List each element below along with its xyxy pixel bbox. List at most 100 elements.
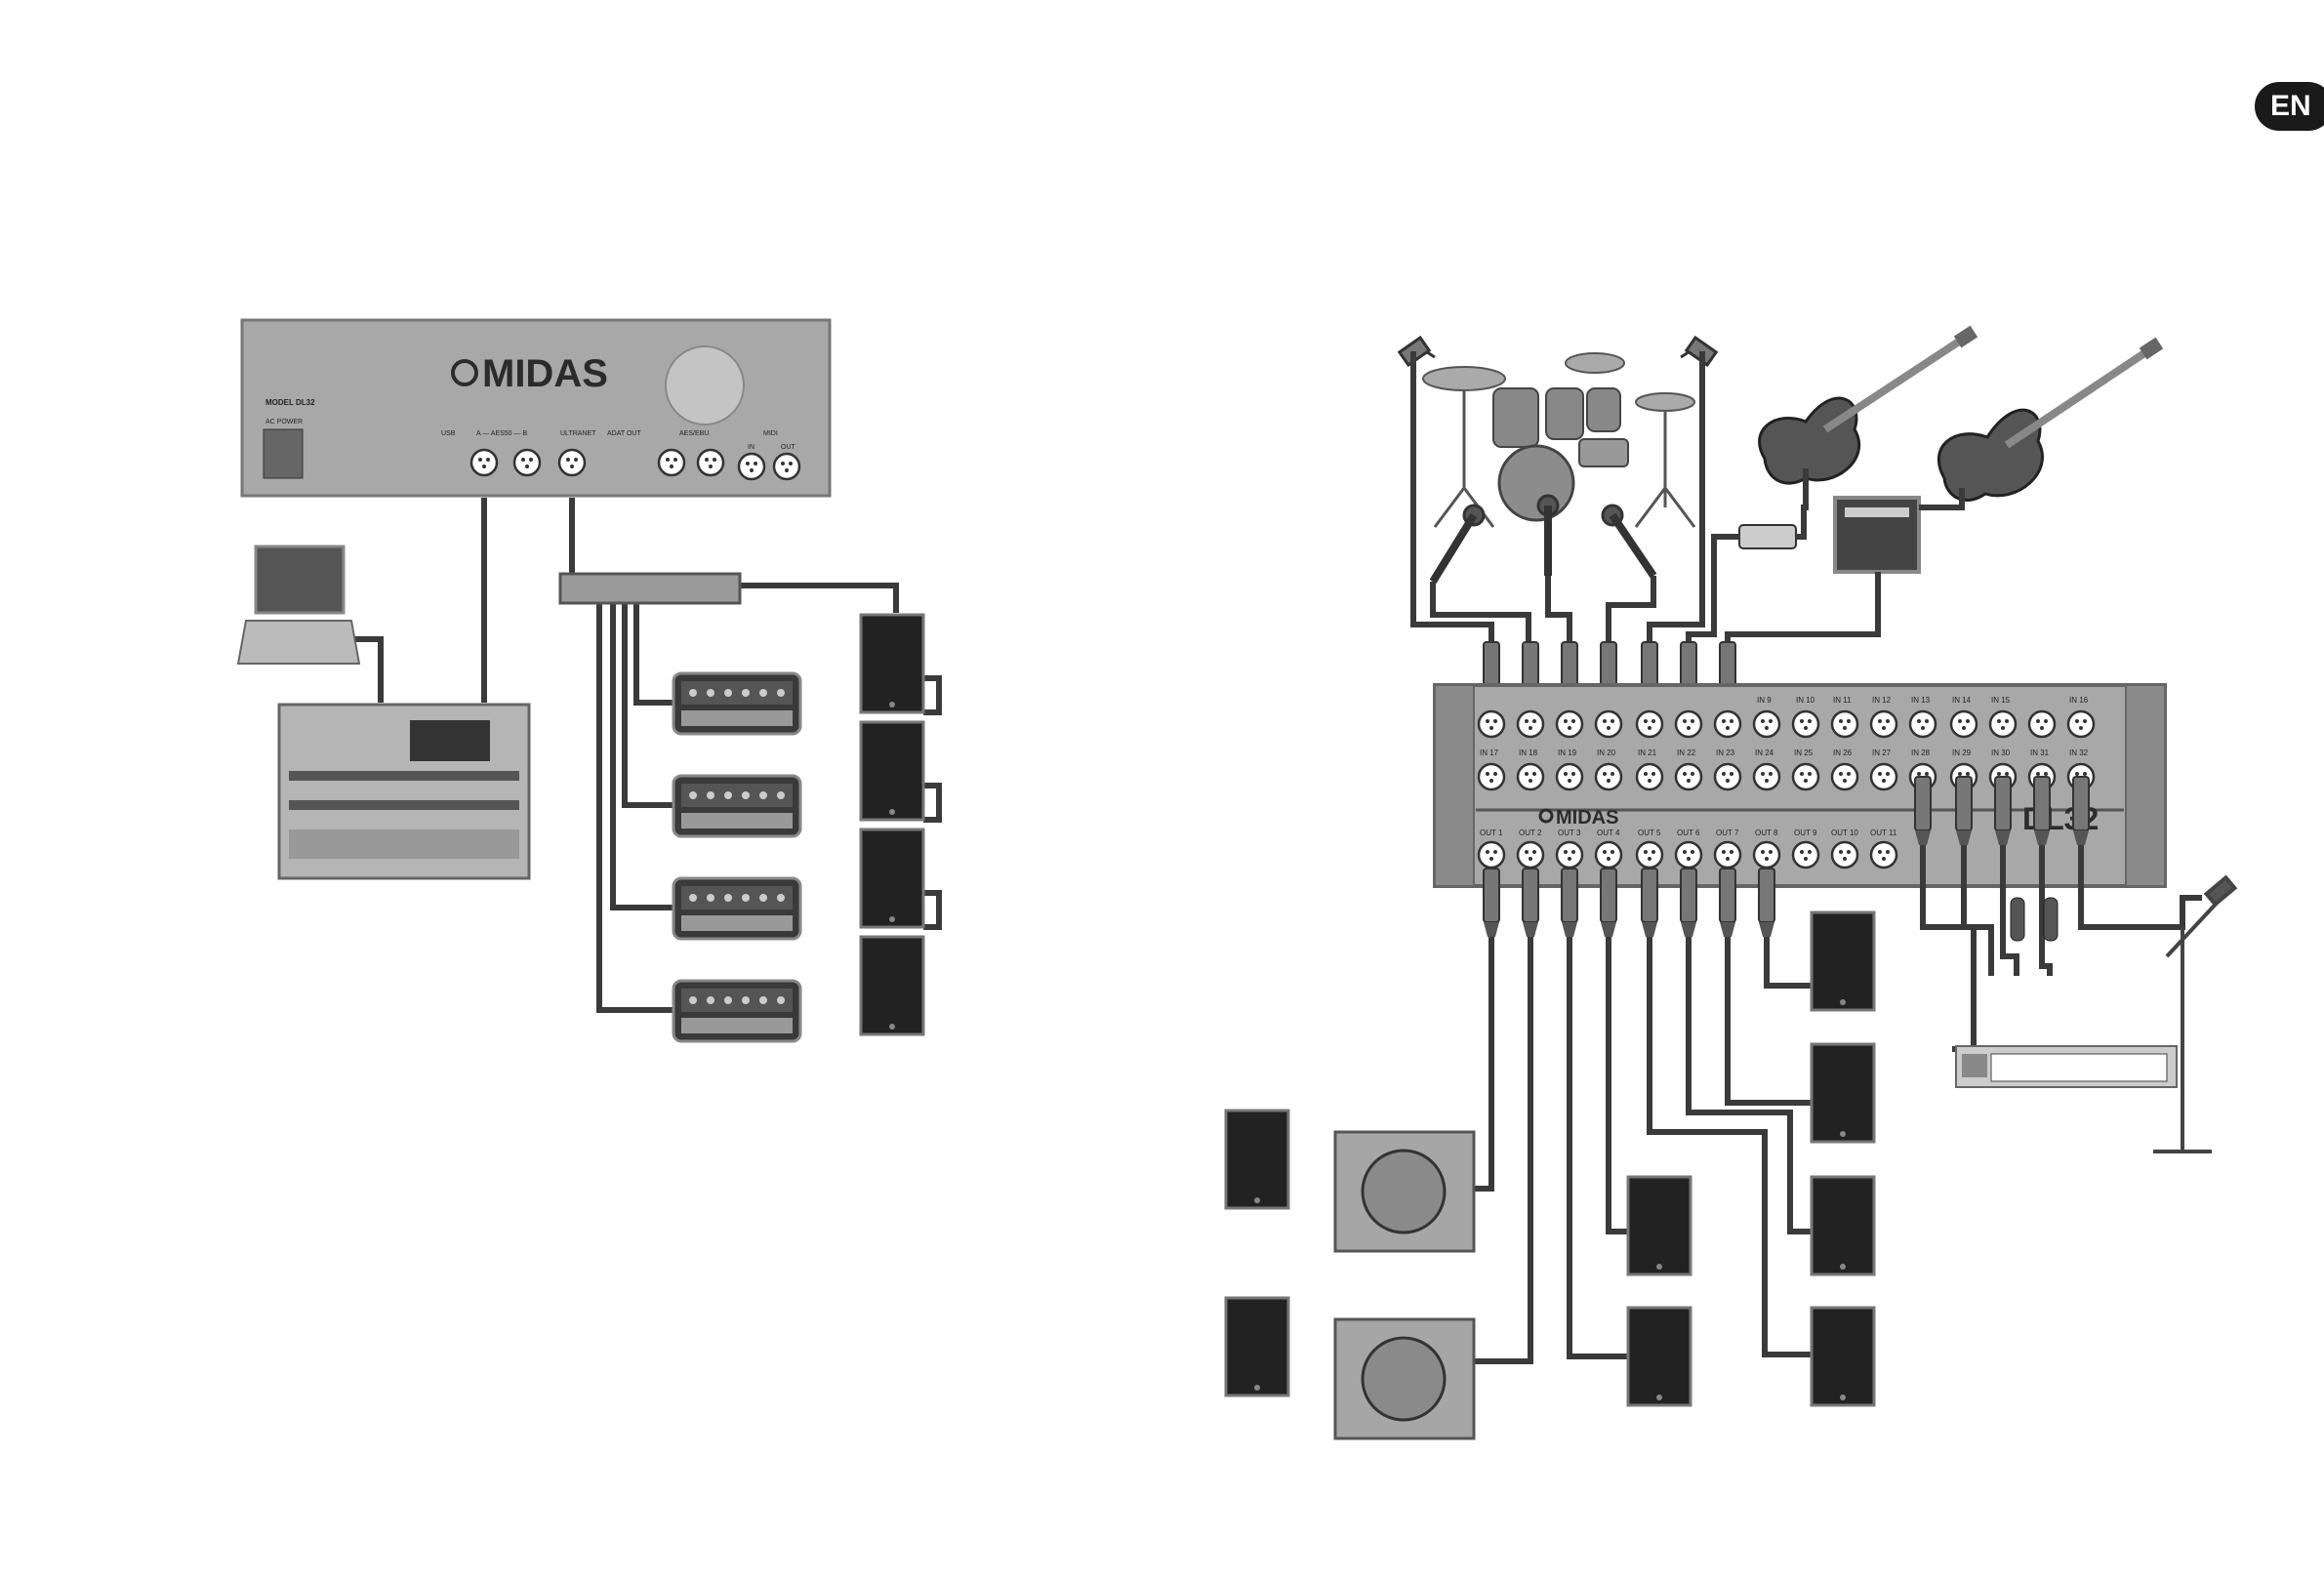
front-midas-logo: MIDAS [1538,807,1618,829]
xlr-plug-icon [1561,868,1578,938]
label-out-4: OUT 4 [1597,829,1620,837]
subwoofer-icon [1333,1317,1476,1440]
label-out-8: OUT 8 [1755,829,1778,837]
speaker-icon [1224,1296,1290,1397]
drum-microphones [1397,335,1719,585]
label-in-13: IN 13 [1911,696,1931,705]
label-in-26: IN 26 [1833,748,1853,757]
label-in-9: IN 9 [1757,696,1772,705]
xlr-plug-icon [1641,868,1658,938]
label-midi-in: IN [748,444,754,451]
label-out-6: OUT 6 [1677,829,1700,837]
label-in-27: IN 27 [1872,748,1892,757]
xlr-plug-icon [1483,868,1500,938]
inputs-bottom-row: IN 17 IN 18 IN 19 IN 20 IN 21 IN 22 IN 2… [1477,748,2096,791]
guitar-amplifier-icon [1833,496,1921,574]
aes-out-2-port [696,448,725,477]
label-out-10: OUT 10 [1831,829,1858,837]
subwoofer-icon [1333,1130,1476,1253]
speaker-icon [859,613,925,714]
xlr-plug-icon [1994,776,2012,846]
midas-logo: MIDAS [451,352,608,395]
front-brand: MIDAS [1556,807,1618,829]
speaker-icon [859,720,925,822]
output-cables [1474,845,2202,1364]
label-in-14: IN 14 [1952,696,1972,705]
language-badge: EN [2255,82,2324,131]
drum-kit-icon [1422,352,1696,528]
di-box-icon [1738,524,1797,549]
label-in-15: IN 15 [1991,696,2011,705]
label-in-24: IN 24 [1755,748,1774,757]
label-out-7: OUT 7 [1716,829,1739,837]
label-in-11: IN 11 [1833,696,1852,705]
speaker-icon [1810,1175,1876,1276]
label-in-19: IN 19 [1558,748,1577,757]
label-in-25: IN 25 [1794,748,1814,757]
xlr-plug-icon [2033,776,2051,846]
personal-mixer-icon [672,876,802,941]
left-cables [351,498,942,1013]
label-in-10: IN 10 [1796,696,1815,705]
label-in-17: IN 17 [1480,748,1499,757]
speaker-icon [1626,1306,1692,1407]
label-in-18: IN 18 [1519,748,1538,757]
aes-out-1-port [657,448,686,477]
label-out-2: OUT 2 [1519,829,1542,837]
vocal-microphones [2010,897,2059,942]
label-in-12: IN 12 [1872,696,1892,705]
speaker-icon [1626,1175,1692,1276]
label-in-32: IN 32 [2069,748,2089,757]
xlr-plug-icon [1719,868,1736,938]
label-in-20: IN 20 [1597,748,1616,757]
label-out-5: OUT 5 [1638,829,1661,837]
label-out-9: OUT 9 [1794,829,1817,837]
keyboard-icon [1955,1045,2178,1088]
label-in-30: IN 30 [1991,748,2011,757]
label-in-31: IN 31 [2030,748,2050,757]
rear-panel: MIDAS MODEL DL32 AC POWER USB A — AES50 … [240,318,832,498]
electric-guitar-icon [1937,337,2164,503]
aes50-a-port [469,448,499,477]
label-out-1: OUT 1 [1480,829,1503,837]
label-adat-out: ADAT OUT [607,430,641,437]
ultranet-hub-icon [558,572,742,605]
label-aes50: A — AES50 — B [476,430,527,437]
xlr-plug-icon [1680,868,1697,938]
xlr-plug-icon [1914,776,1932,846]
label-in-29: IN 29 [1952,748,1972,757]
xlr-plug-icon [1522,868,1539,938]
label-out-11: OUT 11 [1870,829,1897,837]
label-usb: USB [441,430,456,437]
label-in-28: IN 28 [1911,748,1931,757]
label-ultranet: ULTRANET [560,430,596,437]
label-ac-power: AC POWER [265,419,303,425]
speaker-icon [859,935,925,1036]
mixing-console-icon [277,703,531,880]
personal-mixer-icon [672,979,802,1043]
personal-mixer-icon [672,671,802,736]
personal-mixer-icon [672,774,802,838]
label-in-21: IN 21 [1638,748,1657,757]
aes50-b-port [512,448,542,477]
label-out-3: OUT 3 [1558,829,1581,837]
speaker-icon [1810,1306,1876,1407]
xlr-plug-icon [1758,868,1775,938]
microphone-stand-icon [2153,874,2238,1153]
inputs-top-row: IN 9 IN 10 IN 11 IN 12 IN 13 IN 14 IN 15… [1477,696,2096,739]
bass-guitar-icon [1758,325,1978,485]
speaker-icon [1810,910,1876,1012]
speaker-icon [1224,1109,1290,1210]
input-cables [1410,351,1965,644]
ultranet-port [557,448,587,477]
label-in-22: IN 22 [1677,748,1696,757]
laptop-icon [236,545,361,665]
speaker-icon [859,828,925,929]
outputs-row: OUT 1 OUT 2 OUT 3 OUT 4 OUT 5 OUT 6 OUT … [1477,829,1898,869]
xlr-plug-icon [1955,776,1973,846]
label-midi-out: OUT [781,444,796,451]
label-aes-ebu: AES/EBU [679,430,709,437]
rear-model: MODEL DL32 [265,398,315,407]
xlr-plug-icon [2072,776,2090,846]
